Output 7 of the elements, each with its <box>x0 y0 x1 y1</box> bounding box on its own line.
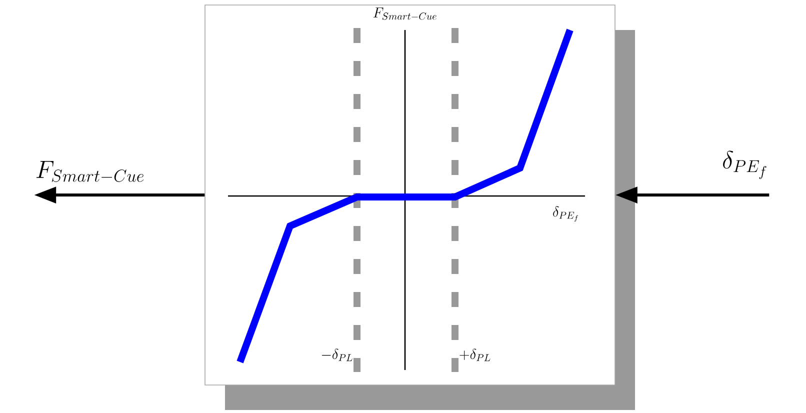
signal-label: $\delta_{PE_f}$ <box>723 150 766 180</box>
axis-label: $F_{Smart-Cue}$ <box>373 8 436 20</box>
graph-box <box>204 4 635 410</box>
axis-label: $+\delta_{PL}$ <box>460 348 490 362</box>
axis-label: $\delta_{PE_f}$ <box>553 206 578 222</box>
signal-label: $F_{Smart-Cue}$ <box>36 161 144 182</box>
axis-label: $-\delta_{PL}$ <box>322 348 352 362</box>
